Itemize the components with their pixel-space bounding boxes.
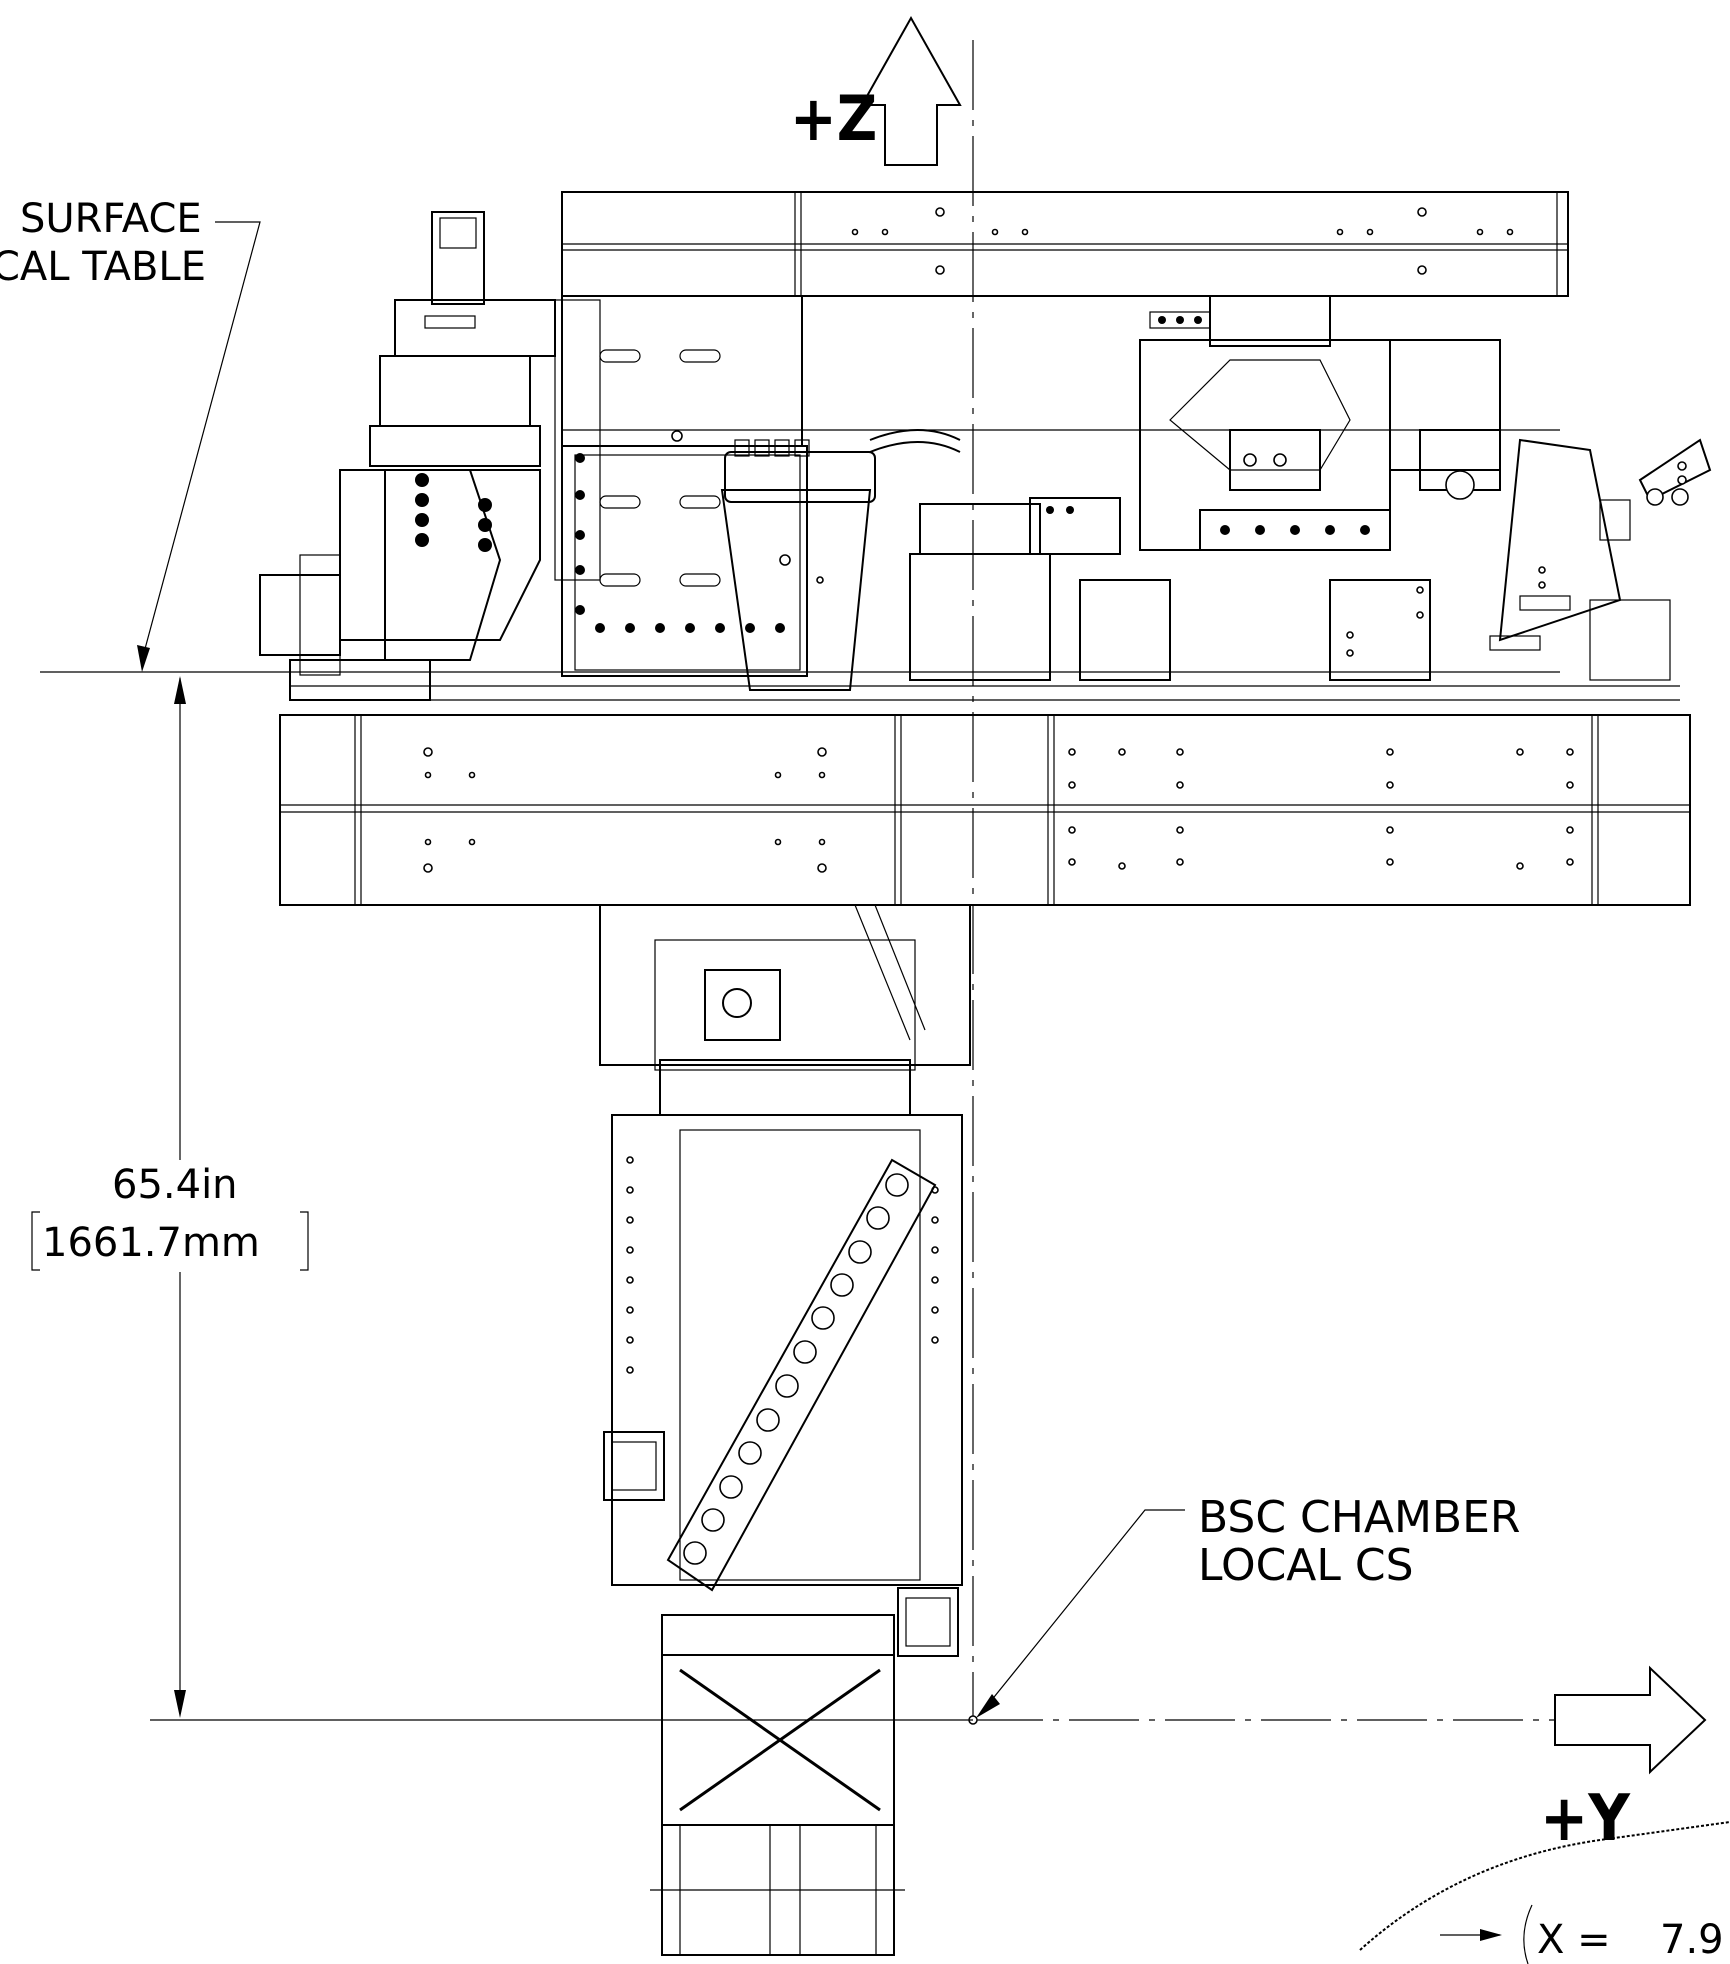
table-surface-callout: SURFACE CAL TABLE (0, 196, 261, 672)
table-surface-label-line1: SURFACE (20, 196, 202, 242)
origin-callout: BSC CHAMBER LOCAL CS (976, 1492, 1520, 1718)
table-holes (423, 747, 1574, 873)
origin-label-line1: BSC CHAMBER (1198, 1492, 1520, 1543)
origin-label-line2: LOCAL CS (1198, 1540, 1414, 1591)
left-tower-assembly (259, 211, 601, 701)
strap-holes (683, 1173, 909, 1565)
dimension-inches: 65.4in (112, 1162, 238, 1208)
diagonal-strap (666, 1158, 937, 1592)
z-axis-arrow: +Z (790, 15, 962, 166)
z-axis-label: +Z (790, 82, 877, 155)
height-dimension: 65.4in 1661.7mm (31, 676, 309, 1718)
callout-x-prefix: X = (1537, 1917, 1611, 1963)
y-axis-label: +Y (1540, 1782, 1631, 1856)
dimension-millimeters: 1661.7mm (42, 1220, 260, 1266)
y-axis-arrow: +Y (973, 1665, 1707, 1856)
bolt-row-vertical-left (575, 453, 785, 633)
center-column (720, 429, 1121, 691)
center-left-block (561, 295, 1560, 677)
suspension-assembly (599, 904, 971, 1956)
upper-table (561, 191, 1569, 297)
detail-callout: X = 7.9 (1359, 1821, 1730, 1964)
optical-table (279, 714, 1691, 906)
side-bolt-column (626, 1156, 939, 1374)
table-surface-label-line2: CAL TABLE (0, 244, 206, 290)
slots (599, 349, 721, 587)
right-frame-assembly (1079, 295, 1712, 681)
callout-x-value: 7.9 (1660, 1917, 1724, 1963)
